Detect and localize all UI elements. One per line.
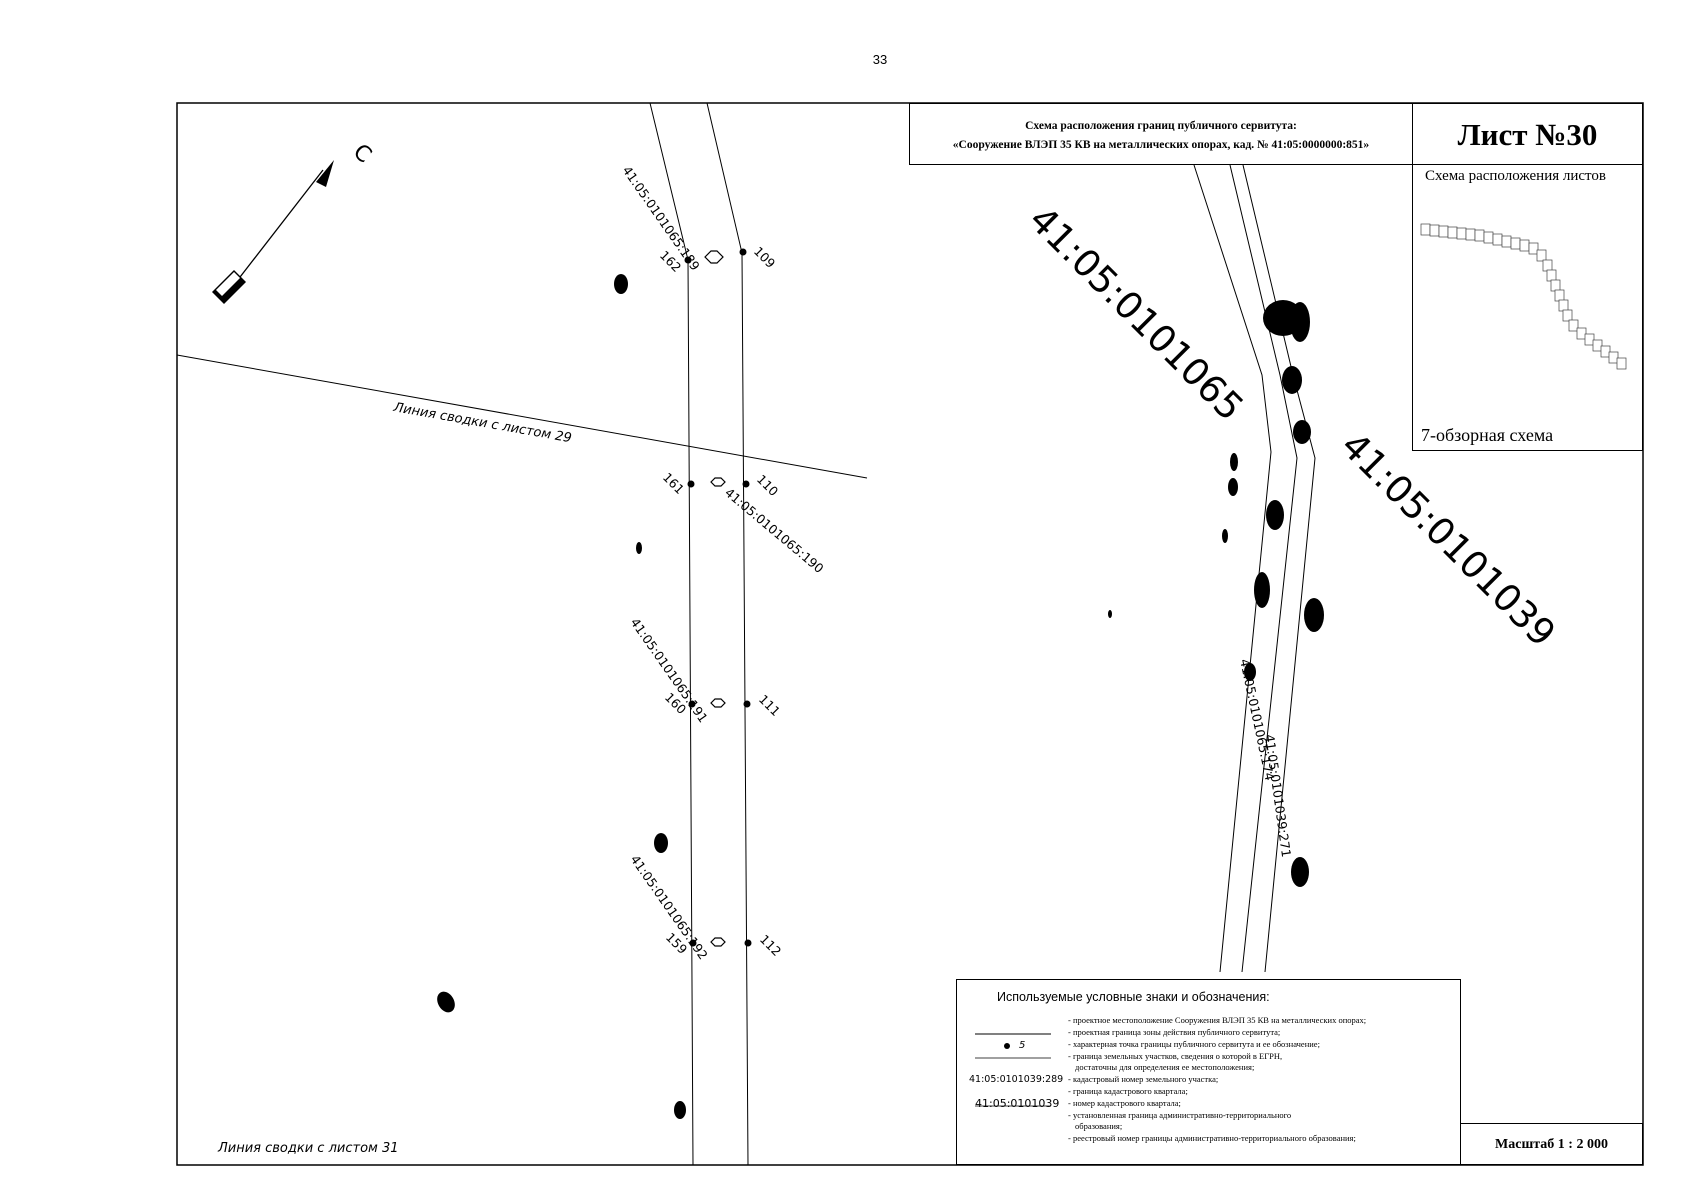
north-label: С	[348, 139, 376, 168]
quarter-label-1: 41:05:0101065	[1021, 198, 1252, 429]
vegetation-blobs	[437, 274, 1324, 1119]
point-labels: 162 109 161 110 160 111 159 112	[657, 244, 784, 959]
pole-symbols	[704, 250, 726, 947]
legend-quarter-sample: 41:05:0101039	[975, 1097, 1060, 1110]
point-label-110: 110	[754, 472, 782, 500]
sheet-layout-diagram	[1420, 223, 1627, 370]
point-label-109: 109	[751, 244, 779, 272]
point-label-111: 111	[756, 692, 783, 719]
title-line-2: «Сооружение ВЛЭП 35 КВ на металлических …	[952, 139, 1370, 151]
legend-symbols	[975, 1033, 1051, 1107]
legend-item: - кадастровый номер земельного участка;	[1068, 1074, 1219, 1084]
legend-item: - реестровый номер границы административ…	[1068, 1133, 1356, 1143]
legend-item: - граница земельных участков, сведения о…	[1068, 1051, 1283, 1061]
legend-item: - установленная граница административно-…	[1068, 1110, 1292, 1120]
legend-item: образования;	[1075, 1121, 1123, 1131]
legend-point-sample: 5	[1019, 1040, 1026, 1051]
parcel-labels: 41:05:0101065:189 41:05:0101065:190 41:0…	[620, 163, 1295, 962]
legend-item: - проектное местоположение Сооружения ВЛ…	[1068, 1015, 1367, 1025]
match-line-31-label: Линия сводки с листом 31	[217, 1141, 399, 1156]
quarter-label-2: 41:05:0101039	[1333, 424, 1564, 655]
point-label-161: 161	[660, 470, 687, 497]
characteristic-points	[684, 248, 752, 947]
legend-item: - граница кадастрового квартала;	[1068, 1086, 1188, 1096]
parcel-label-271: 41:05:0101039:271	[1262, 733, 1294, 858]
legend-title: Используемые условные знаки и обозначени…	[997, 990, 1270, 1004]
title-line-1: Схема расположения границ публичного сер…	[1025, 120, 1297, 132]
page-number: 33	[872, 52, 888, 67]
sheet-layout-title: Схема расположения листов	[1425, 168, 1606, 184]
legend-panel: Используемые условные знаки и обозначени…	[956, 979, 1461, 1165]
parcel-label-190: 41:05:0101065:190	[722, 485, 827, 576]
parcel-label-191: 41:05:0101065:191	[628, 615, 711, 725]
match-line-29-label: Линия сводки с листом 29	[391, 400, 572, 446]
sheet-layout-caption: 7-обзорная схема	[1421, 425, 1554, 445]
title-block: Схема расположения границ публичного сер…	[909, 103, 1413, 165]
legend-parcel-sample: 41:05:0101039:289	[969, 1074, 1064, 1085]
right-corridor	[1193, 164, 1316, 973]
legend-item: - характерная точка границы публичного с…	[1068, 1039, 1320, 1049]
legend-item: достаточны для определения ее местополож…	[1075, 1062, 1255, 1072]
point-label-112: 112	[757, 932, 784, 959]
match-line-29	[176, 354, 868, 479]
north-arrow-icon	[212, 160, 334, 304]
legend-item: - номер кадастрового квартала;	[1068, 1098, 1181, 1108]
sheet-layout-panel: Схема расположения листов 7-обзорная схе…	[1412, 164, 1643, 451]
sheet-number: Лист №30	[1412, 103, 1643, 165]
legend-item: - проектная граница зоны действия публич…	[1068, 1027, 1281, 1037]
scale-label: Масштаб 1 : 2 000	[1460, 1123, 1643, 1165]
